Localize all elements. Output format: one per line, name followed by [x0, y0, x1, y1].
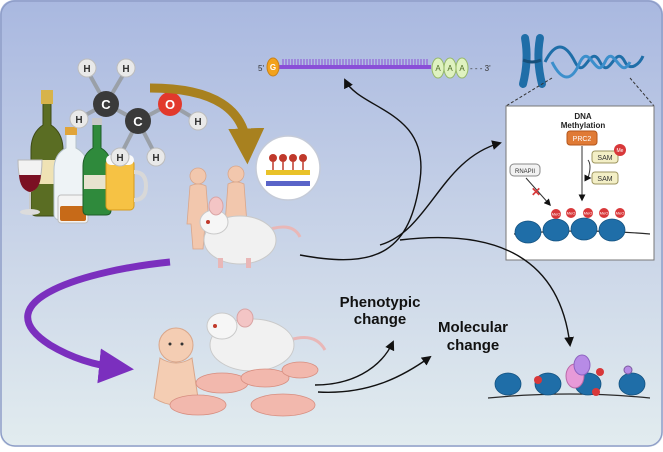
me-tag [614, 144, 626, 156]
carbon-label: C [133, 114, 143, 129]
methyl-mark-label: MeO [584, 211, 593, 216]
methyl-mark [615, 208, 625, 218]
cap-label: G [270, 63, 276, 72]
hydrogen-atom [110, 147, 130, 167]
rnapii-box [509, 163, 541, 177]
three-prime-label: - - - 3' [470, 64, 491, 73]
hydrogen-atom [116, 58, 136, 78]
alcohol-bottles-illustration [17, 90, 149, 224]
polya-label: A [447, 64, 453, 73]
exposure-arrow [149, 83, 265, 165]
inhibition-cross: ✕ [531, 185, 541, 199]
carbon-atom [93, 91, 119, 117]
zoom-line [505, 77, 553, 107]
hydrogen-atom [146, 147, 166, 167]
methyl-mark-label: MeO [600, 211, 609, 216]
carbon-atom [125, 108, 151, 134]
chromosome-illustration [519, 34, 645, 88]
methyl-mark [583, 208, 593, 218]
molecular-change-label-line2: change [447, 337, 500, 354]
carbon-label: C [101, 97, 111, 112]
hydrogen-atom [188, 111, 208, 131]
phenotypic-change-label-line2: change [354, 311, 407, 328]
prc2-box [566, 130, 598, 146]
zoom-line [629, 77, 655, 107]
hydrogen-label: H [83, 64, 90, 75]
offspring-effect-arrows [314, 340, 432, 393]
hydrogen-atom [77, 58, 97, 78]
methyl-mark [599, 208, 609, 218]
polya-bead [455, 57, 469, 79]
methyl-mark [551, 209, 561, 219]
methyl-mark-label: MeO [616, 211, 625, 216]
ethanol-molecule: H H H H H H C C O [69, 58, 208, 167]
hydrogen-label: H [194, 117, 201, 128]
adult-mouse-illustration [206, 308, 327, 372]
mrna-strand: 5' G A A A - - - 3' [258, 57, 491, 79]
panel-title-line2: Methylation [561, 121, 606, 130]
dna-methylation-panel: DNA Methylation PRC2 SAM Me SAM RNAPII ✕ [505, 105, 655, 261]
rna-binding-icon [255, 135, 321, 201]
panel-title-line1: DNA [574, 112, 592, 121]
transgenerational-arrow [24, 258, 171, 384]
oxygen-atom [158, 92, 182, 116]
sam-lower-box [591, 171, 619, 185]
polya-label: A [435, 64, 441, 73]
molecular-effect-arrows [299, 78, 574, 347]
mrna-cap [266, 57, 280, 77]
prc2-label: PRC2 [573, 136, 592, 143]
five-prime-label: 5' [258, 64, 264, 73]
sam-upper-label: SAM [597, 155, 612, 162]
molecular-change-label-line1: Molecular [438, 319, 508, 336]
hydrogen-label: H [75, 115, 82, 126]
me-tag-label: Me [617, 148, 624, 154]
methyl-mark-label: MeO [567, 211, 576, 216]
hydrogen-label: H [116, 153, 123, 164]
baby-illustration [153, 327, 199, 406]
hydrogen-atom [69, 109, 89, 129]
mouse-pups-illustration [169, 361, 319, 417]
sam-upper-box [591, 150, 619, 164]
hydrogen-label: H [152, 153, 159, 164]
phenotypic-change-label-line1: Phenotypic [340, 294, 421, 311]
adult-mouse-illustration [199, 196, 302, 268]
oxygen-label: O [165, 97, 175, 112]
chromatin-modification-illustration [487, 354, 651, 399]
rnapii-label: RNAPII [515, 169, 535, 175]
methyl-mark [566, 208, 576, 218]
hydrogen-label: H [122, 64, 129, 75]
sam-lower-label: SAM [597, 176, 612, 183]
polya-label: A [459, 64, 465, 73]
methyl-mark-label: MeO [552, 212, 561, 217]
